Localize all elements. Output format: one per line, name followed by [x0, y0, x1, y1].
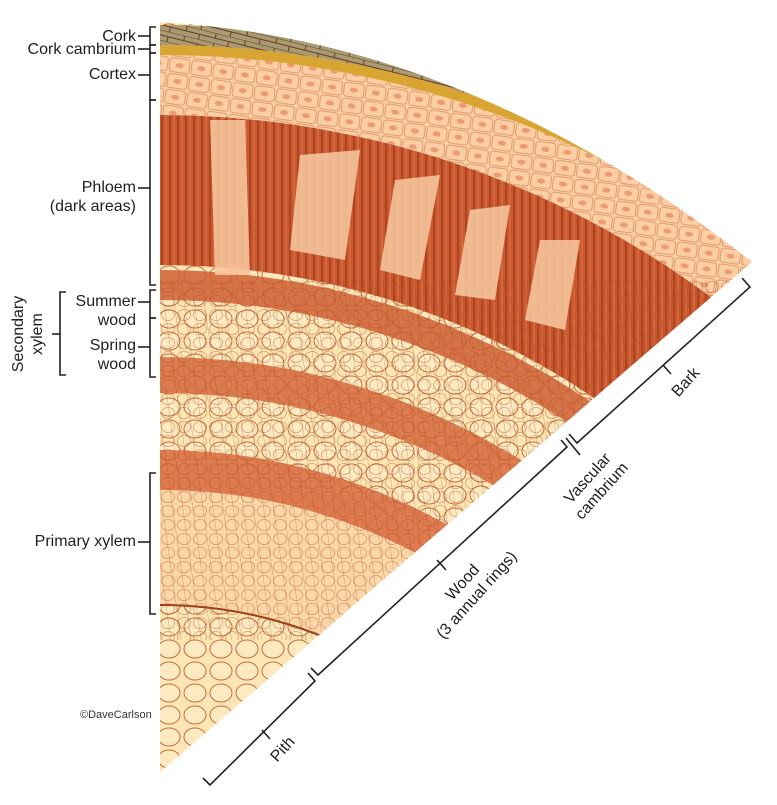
label-primary-xylem: Primary xylem: [34, 533, 136, 550]
label-spring-wood: Spring: [89, 337, 136, 354]
label-phloem: Phloem: [81, 179, 136, 196]
edge-brackets: [202, 277, 752, 787]
copyright-credit: ©DaveCarlson: [80, 709, 152, 721]
label-cork-cambrium: Cork cambrium: [27, 41, 136, 58]
left-brackets: [52, 26, 156, 615]
label-summer-wood: Summer: [75, 293, 136, 310]
label-cortex: Cortex: [88, 66, 136, 83]
label-cork: Cork: [102, 28, 136, 45]
label-phloem-sub: (dark areas): [49, 198, 136, 215]
label-secondary-xylem: Secondary xylem: [9, 284, 47, 384]
label-summer-wood-sub: wood: [97, 312, 136, 329]
label-secondary-xylem-line1: Secondary: [10, 295, 27, 373]
label-spring-wood-sub: wood: [97, 356, 136, 373]
label-secondary-xylem-line2: xylem: [29, 313, 46, 355]
